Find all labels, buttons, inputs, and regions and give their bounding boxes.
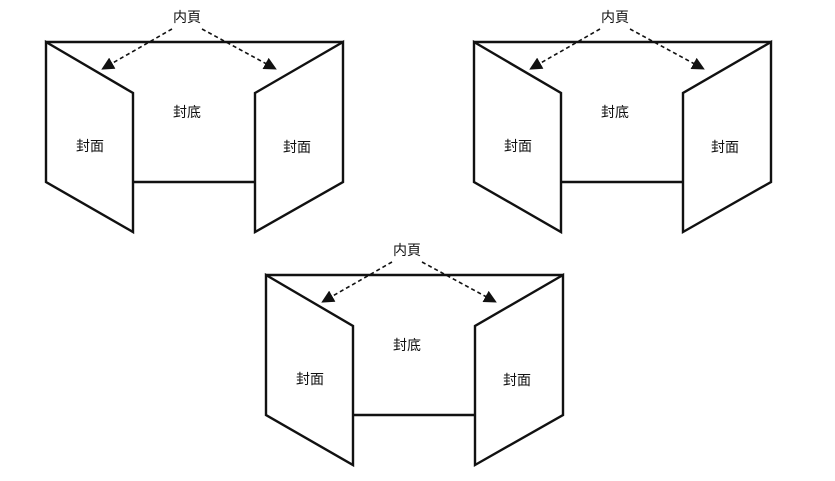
left-cover-label: 封面 (504, 139, 532, 155)
right-cover-panel (253, 39, 345, 235)
arrow-to-left-inner-page (529, 28, 601, 70)
inner-pages-label: 内頁 (173, 10, 201, 26)
gatefold-diagram-1: 内頁 封底 封面 封面 (44, 10, 345, 235)
arrow-to-left-inner-page (321, 261, 393, 303)
inner-pages-label: 内頁 (601, 10, 629, 26)
left-cover-panel (44, 39, 135, 235)
right-cover-label: 封面 (503, 373, 531, 389)
left-cover-panel (472, 39, 563, 235)
back-cover-label: 封底 (173, 105, 201, 121)
gatefold-diagram-3: 内頁 封底 封面 封面 (264, 243, 565, 468)
right-cover-label: 封面 (283, 140, 311, 156)
inner-pages-label: 内頁 (393, 243, 421, 259)
arrow-to-right-inner-page (421, 261, 497, 303)
left-cover-label: 封面 (296, 372, 324, 388)
arrow-to-right-inner-page (629, 28, 705, 70)
left-cover-panel (264, 272, 355, 468)
back-cover-label: 封底 (601, 105, 629, 121)
back-cover-label: 封底 (393, 338, 421, 354)
right-cover-panel (473, 272, 565, 468)
gatefold-diagram-2: 内頁 封底 封面 封面 (472, 10, 773, 235)
arrow-to-left-inner-page (101, 28, 173, 70)
left-cover-label: 封面 (76, 139, 104, 155)
right-cover-panel (681, 39, 773, 235)
right-cover-label: 封面 (711, 140, 739, 156)
arrow-to-right-inner-page (201, 28, 277, 70)
